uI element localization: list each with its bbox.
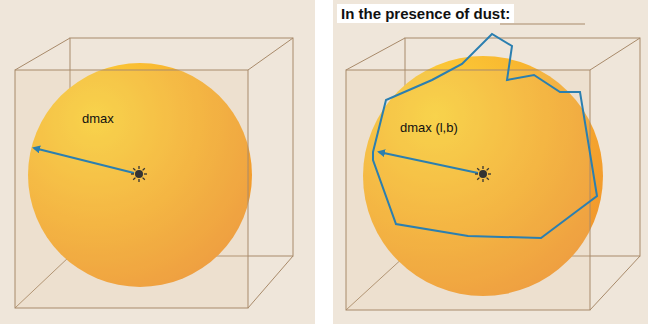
heading-rule [500, 24, 585, 25]
cube-back [15, 38, 293, 308]
cube-back [346, 38, 640, 310]
panel-ground [333, 0, 648, 324]
cube-front [346, 70, 590, 310]
panel-ground [0, 0, 315, 324]
sun-symbol [131, 166, 147, 182]
radius-label: dmax (l,b) [400, 120, 458, 135]
panel-heading: In the presence of dust: [337, 4, 514, 23]
sun-symbol [475, 166, 491, 182]
cube-front [15, 70, 248, 308]
dust-boundary [373, 34, 597, 238]
radius-arrow [379, 152, 478, 173]
radius-arrow [34, 148, 134, 173]
radius-label: dmax [82, 111, 114, 126]
